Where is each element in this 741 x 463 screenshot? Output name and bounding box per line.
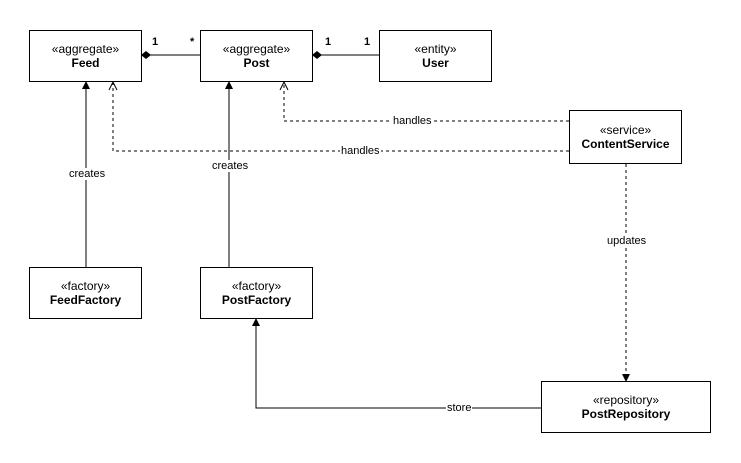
post-class-box[interactable]: «aggregate» Post (200, 30, 313, 82)
postrepository-class-name: PostRepository (581, 406, 671, 421)
feedfactory-class-name: FeedFactory (49, 292, 122, 307)
postfactory-post-arrowhead (225, 81, 233, 89)
contentservice-stereotype: «service» (599, 122, 652, 137)
feed-creates-label: creates (68, 168, 107, 180)
postrepository-stereotype: «repository» (592, 392, 660, 407)
user-class-box[interactable]: «entity» User (379, 30, 492, 82)
feedfactory-class-box[interactable]: «factory» FeedFactory (29, 267, 142, 319)
post-user-source-multiplicity: 1 (325, 36, 332, 48)
service-repository-arrowhead (622, 374, 630, 382)
contentservice-class-box[interactable]: «service» ContentService (569, 110, 682, 164)
handles-post-label: handles (392, 115, 433, 127)
service-feed-dependency-line (112, 82, 569, 152)
repository-postfactory-line (255, 326, 541, 409)
service-post-open-arrowhead (279, 80, 289, 91)
feed-stereotype: «aggregate» (51, 41, 120, 56)
postfactory-class-box[interactable]: «factory» PostFactory (200, 267, 313, 319)
user-class-name: User (422, 55, 449, 70)
postfactory-stereotype: «factory» (231, 278, 282, 293)
contentservice-class-name: ContentService (581, 136, 670, 151)
feed-post-target-multiplicity: * (190, 36, 195, 48)
postrepository-class-box[interactable]: «repository» PostRepository (541, 381, 711, 433)
feed-class-box[interactable]: «aggregate» Feed (29, 30, 142, 82)
post-class-name: Post (243, 55, 270, 70)
postfactory-class-name: PostFactory (221, 292, 292, 307)
service-post-dependency-line (283, 82, 569, 122)
repository-postfactory-arrowhead (252, 318, 260, 326)
post-creates-label: creates (211, 160, 250, 172)
feed-class-name: Feed (71, 55, 100, 70)
feedfactory-stereotype: «factory» (60, 278, 111, 293)
user-stereotype: «entity» (414, 41, 457, 56)
post-composition-diamond (312, 51, 322, 59)
service-feed-open-arrowhead (108, 80, 118, 91)
handles-feed-label: handles (340, 145, 381, 157)
post-stereotype: «aggregate» (222, 41, 291, 56)
post-user-target-multiplicity: 1 (364, 36, 371, 48)
feed-post-source-multiplicity: 1 (152, 36, 159, 48)
feedfactory-feed-arrowhead (82, 81, 90, 89)
store-label: store (446, 402, 473, 414)
updates-label: updates (606, 235, 648, 247)
feed-composition-diamond (141, 51, 151, 59)
